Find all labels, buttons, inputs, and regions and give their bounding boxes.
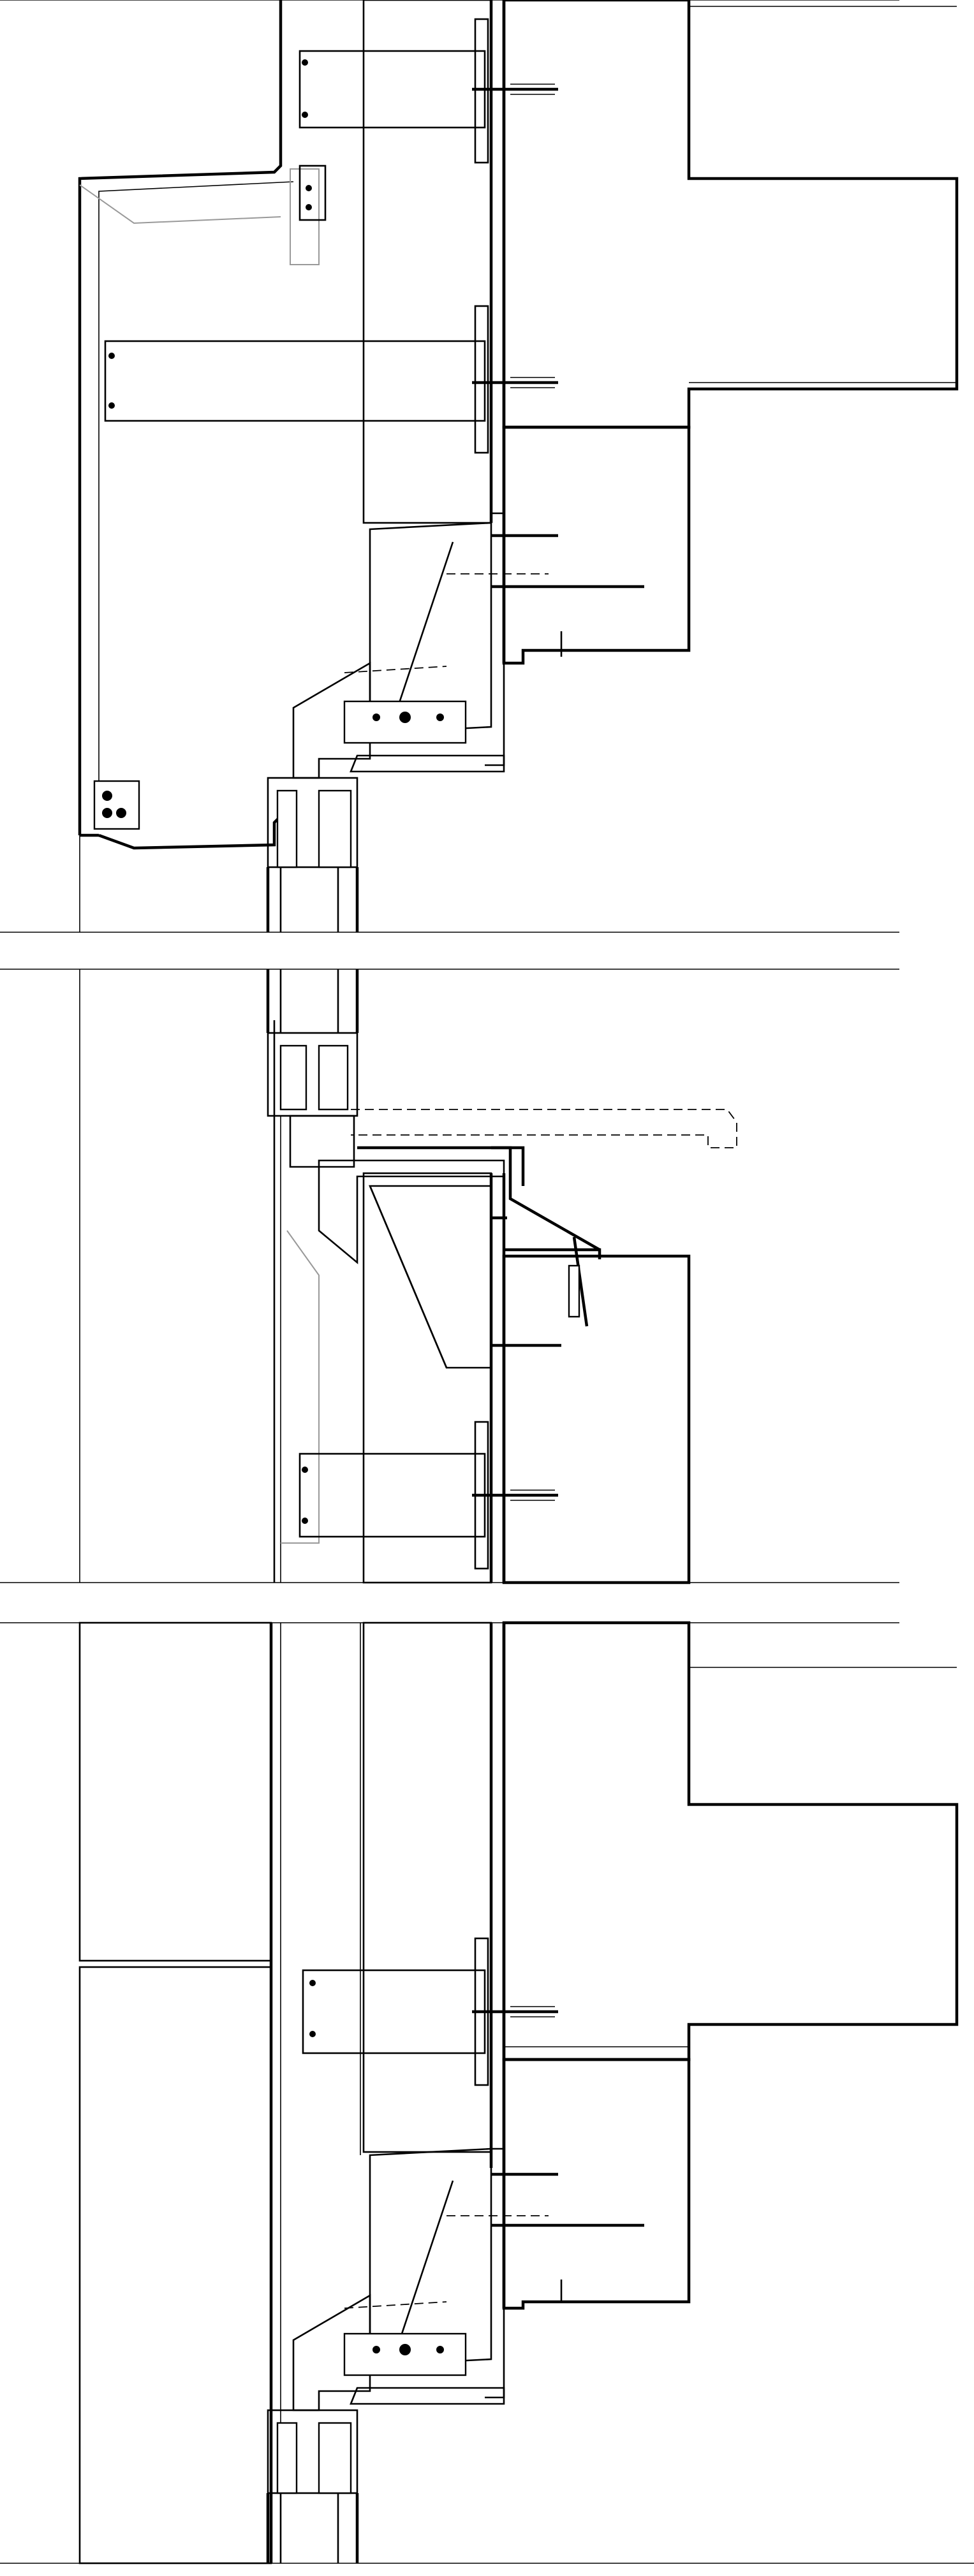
cladding-hanger <box>299 165 327 221</box>
facade-bracket-head <box>302 1937 558 2086</box>
cladding-panel-outer <box>78 0 283 835</box>
facade-bracket-middle <box>104 305 558 454</box>
window-frame-head <box>266 777 359 932</box>
window-frame-sill <box>266 969 359 1583</box>
sill-insulation-block <box>369 1185 492 1369</box>
mineral-wool-insulation <box>362 1172 492 1584</box>
cladding-return <box>98 815 282 850</box>
fire-board-vertical <box>485 2148 505 2399</box>
window-frame-head <box>266 2409 359 2563</box>
cladding-clip <box>290 168 320 265</box>
internal-lining <box>281 1230 320 1544</box>
facade-bracket-upper <box>299 18 558 164</box>
fire-board-horizontal <box>350 754 505 773</box>
upper-window-head-detail <box>0 0 959 933</box>
diagonal-strut <box>394 541 454 715</box>
concrete-slab <box>502 0 959 429</box>
window-sill-detail <box>0 969 899 1584</box>
concrete-beam <box>502 425 691 665</box>
cladding-panel-inner <box>98 181 294 829</box>
mineral-wool-insulation <box>362 1621 492 2153</box>
cladding-stiffener <box>79 184 281 224</box>
lower-window-head-detail <box>0 1621 974 2565</box>
cladding-panel-upper <box>78 1621 272 1962</box>
fire-board-vertical <box>485 512 505 766</box>
cladding-fixing-block <box>93 780 140 830</box>
concrete-beam <box>502 2058 691 2310</box>
fire-board-horizontal <box>350 2387 505 2405</box>
vapour-barrier-line <box>344 666 447 673</box>
mineral-wool-insulation <box>362 0 492 524</box>
sill-fire-board <box>318 1159 505 1264</box>
cladding-panel-lower <box>78 1966 272 2565</box>
concrete-slab <box>502 1621 959 2061</box>
sill-flashing-return <box>491 1146 601 1251</box>
concrete-wall <box>502 1254 691 1584</box>
sill-projection-dashed <box>351 1109 737 1148</box>
facade-bracket-lower <box>299 1421 558 1570</box>
